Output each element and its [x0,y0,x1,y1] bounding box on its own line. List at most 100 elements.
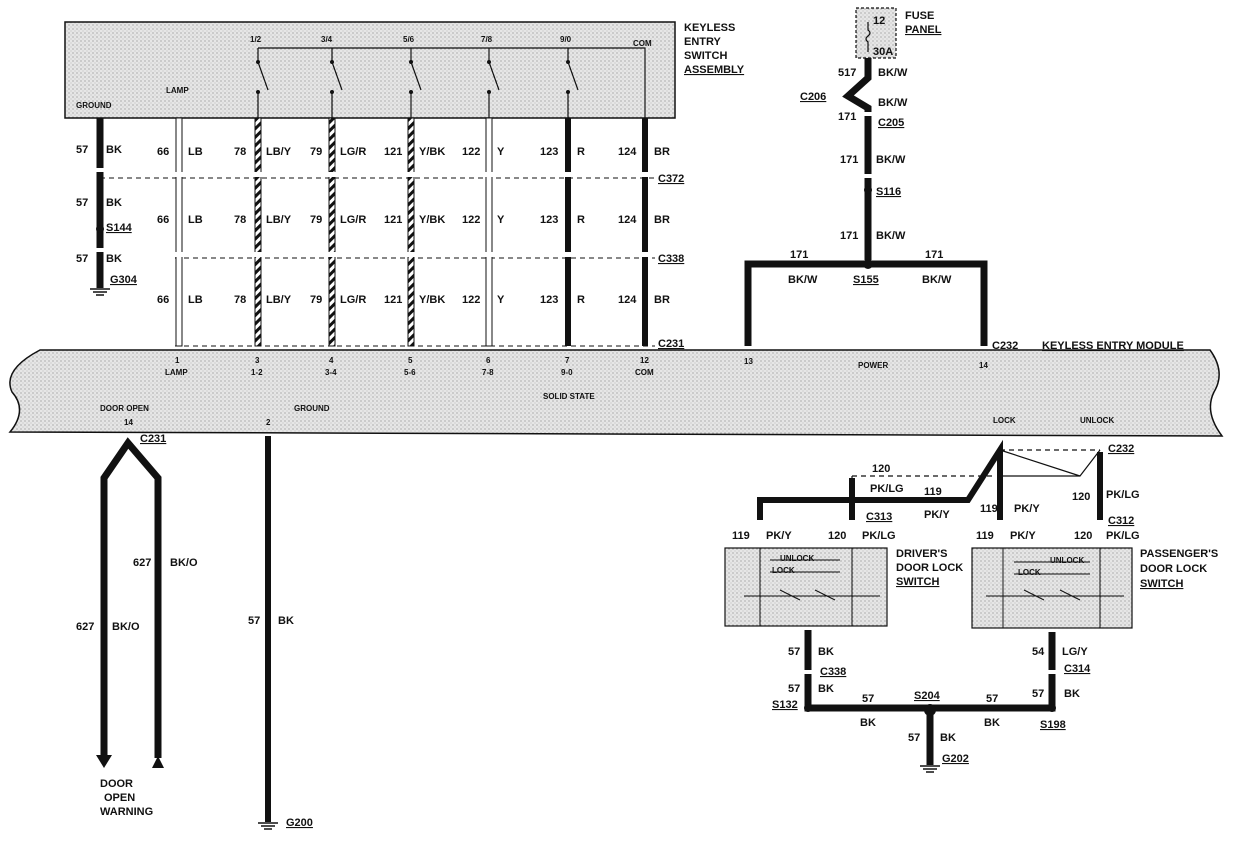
switch-label-9-0: 9/0 [560,35,572,44]
dow-dest-1: DOOR [100,778,133,790]
svg-text:66: 66 [157,294,169,306]
svg-text:Y: Y [497,146,505,158]
drivers-lock: LOCK [772,566,795,575]
svg-text:BK: BK [940,732,956,744]
svg-text:R: R [577,294,585,306]
svg-text:R: R [577,214,585,226]
fuse-panel-title-1: FUSE [905,10,934,22]
lock-120-top: 120 [872,463,890,475]
svg-text:5: 5 [408,356,413,365]
dow-circuit-left: 627 [76,621,94,633]
svg-text:Y/BK: Y/BK [419,294,445,306]
lock-pky-top: PK/Y [924,509,950,521]
drivers-title-2: DOOR LOCK [896,562,963,574]
assembly-lamp-label: LAMP [166,86,189,95]
svg-text:BK: BK [818,646,834,658]
svg-text:121: 121 [384,214,402,226]
switch-assembly-title-2: ENTRY [684,36,722,48]
module-solid-state: SOLID STATE [543,392,595,401]
svg-text:57: 57 [908,732,920,744]
connector-c338-bottom: C338 [820,666,846,678]
svg-text:3: 3 [255,356,260,365]
splice-s204: S204 [914,690,941,702]
svg-text:Y: Y [497,214,505,226]
fuse-rating: 30A [873,46,893,58]
connector-c232-top: C232 [992,340,1018,352]
door-open-warning-wires: C231 627 BK/O 627 BK/O DOOR OPEN WARNING [76,433,198,818]
svg-text:PK/LG: PK/LG [862,530,896,542]
passengers-title-1: PASSENGER'S [1140,548,1218,560]
circuit-171-a: 171 [838,111,856,123]
drivers-door-lock-switch: UNLOCK LOCK DRIVER'S DOOR LOCK SWITCH [724,547,963,627]
ground-g202: G202 [942,753,969,765]
lock-wiring: 120 PK/LG 119 PK/Y C232 119 PK/Y 120 PK/… [732,439,1140,542]
connector-c372: C372 [658,173,684,185]
svg-text:124: 124 [618,214,637,226]
svg-text:123: 123 [540,146,558,158]
module-ground-pin: 2 [266,418,271,427]
circuit-517: 517 [838,67,856,79]
assembly-com-label: COM [633,39,652,48]
mg-color: BK [278,615,294,627]
svg-text:R: R [577,146,585,158]
svg-text:123: 123 [540,294,558,306]
splice-s116: S116 [876,186,901,198]
svg-text:119: 119 [976,530,994,542]
svg-text:5-6: 5-6 [404,368,416,377]
passengers-unlock: UNLOCK [1050,556,1084,565]
svg-text:6: 6 [486,356,491,365]
svg-text:79: 79 [310,294,322,306]
lock-119-top: 119 [924,486,942,498]
keyless-entry-switch-assembly: KEYLESS ENTRY SWITCH ASSEMBLY GROUND LAM… [64,21,745,119]
passengers-title-2: DOOR LOCK [1140,563,1207,575]
svg-text:78: 78 [234,214,246,226]
svg-text:LB/Y: LB/Y [266,294,292,306]
svg-text:PK/Y: PK/Y [766,530,792,542]
svg-text:COM: COM [635,368,654,377]
svg-text:PK/Y: PK/Y [1010,530,1036,542]
svg-text:9-0: 9-0 [561,368,573,377]
circuit-171-c: 171 [840,230,858,242]
svg-text:54: 54 [1032,646,1045,658]
switch-assembly-title-4: ASSEMBLY [684,64,745,76]
fuse-panel-title-2: PANEL [905,24,942,36]
lock-pklg-top: PK/LG [870,483,904,495]
power-color-2: BK/W [878,97,908,109]
lock-119-mid: 119 [980,503,998,515]
svg-text:57: 57 [788,646,800,658]
module-title: KEYLESS ENTRY MODULE [1042,340,1184,352]
connector-c206: C206 [800,91,826,103]
mg-circuit: 57 [248,615,260,627]
switch-assembly-title-3: SWITCH [684,50,727,62]
svg-text:124: 124 [618,146,637,158]
svg-text:122: 122 [462,214,480,226]
svg-text:LB/Y: LB/Y [266,214,292,226]
svg-text:Y: Y [497,294,505,306]
passengers-title-3: SWITCH [1140,578,1183,590]
passengers-door-lock-switch: UNLOCK LOCK PASSENGER'S DOOR LOCK SWITCH [971,547,1218,629]
power-color-1: BK/W [878,67,908,79]
svg-text:BK: BK [1064,688,1080,700]
svg-text:7-8: 7-8 [482,368,494,377]
gnd-circuit-3: 57 [76,253,88,265]
power-color-3: BK/W [876,154,906,166]
svg-text:123: 123 [540,214,558,226]
module-pin-13: 13 [744,357,753,366]
svg-text:66: 66 [157,214,169,226]
assembly-ground-wire: 57 BK 57 BK S144 57 BK G304 [76,118,138,296]
svg-text:4: 4 [329,356,334,365]
module-door-open-label: DOOR OPEN [100,404,149,413]
svg-text:LG/Y: LG/Y [1062,646,1088,658]
lock-120-mid: 120 [1072,491,1090,503]
gnd-circuit-2: 57 [76,197,88,209]
svg-text:12: 12 [640,356,649,365]
svg-text:7: 7 [565,356,570,365]
svg-text:BR: BR [654,214,670,226]
switch-label-7-8: 7/8 [481,35,493,44]
connector-c231-bottom: C231 [140,433,166,445]
power-color-left: BK/W [788,274,818,286]
svg-text:120: 120 [1074,530,1092,542]
